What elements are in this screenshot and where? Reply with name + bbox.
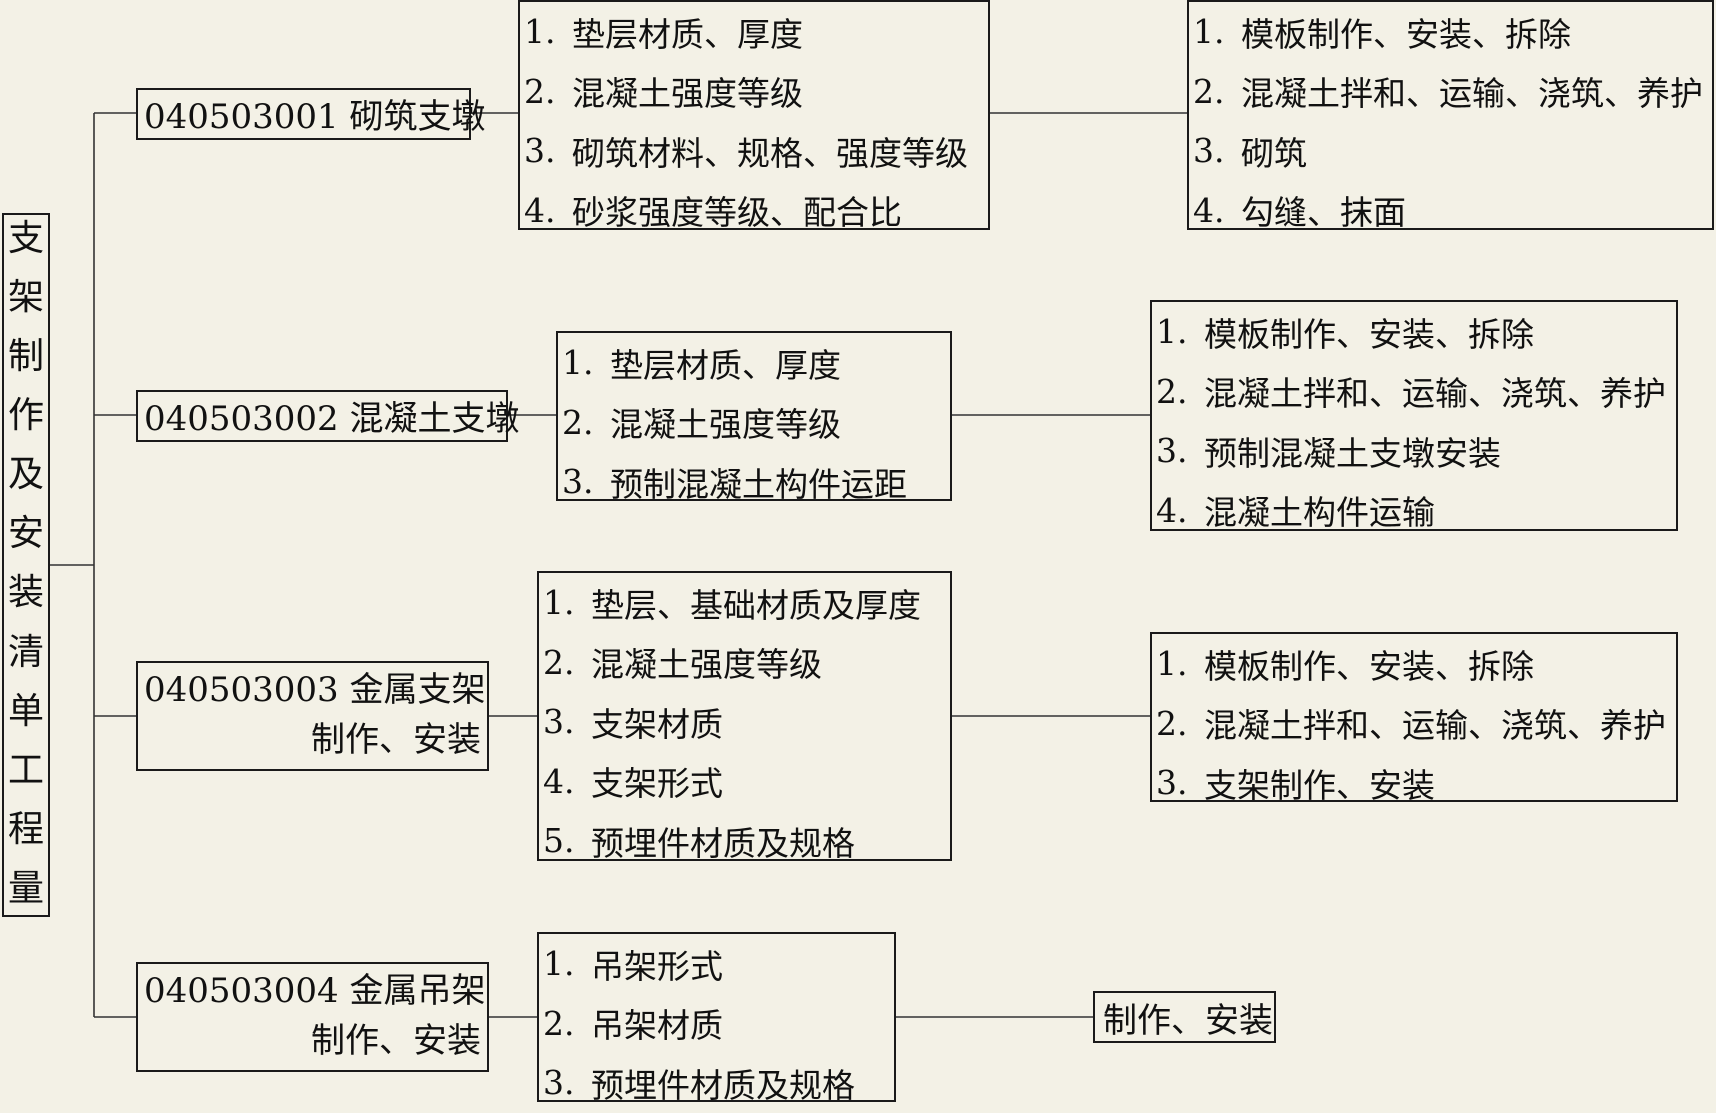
list-item: 2.混凝土拌和、运输、浇筑、养护	[1156, 371, 1666, 414]
item-name: 砌筑支墩	[349, 97, 486, 137]
item-box-040503004: 040503004 金属吊架 制作、安装	[136, 962, 489, 1072]
item-name: 金属支架	[349, 670, 486, 710]
list-item: 2.混凝土强度等级	[562, 402, 841, 445]
list-item: 3.砌筑	[1193, 131, 1307, 173]
item-code-line: 040503001 砌筑支墩	[144, 92, 486, 142]
works-box-040503002: 1.模板制作、安装、拆除 2.混凝土拌和、运输、浇筑、养护 3.预制混凝土支墩安…	[1150, 300, 1678, 532]
item-code-line: 040503003 金属支架	[144, 665, 486, 715]
features-box-040503004: 1.吊架形式 2.吊架材质 3.预埋件材质及规格	[537, 932, 896, 1105]
root-title-char: 支	[7, 218, 44, 259]
root-title-char: 单	[7, 690, 44, 732]
works-box-040503003: 1.模板制作、安装、拆除 2.混凝土拌和、运输、浇筑、养护 3.支架制作、安装	[1150, 632, 1678, 805]
item-code: 040503003	[144, 670, 339, 710]
root-title-char: 作	[7, 395, 44, 437]
works-box-040503001: 1.模板制作、安装、拆除 2.混凝土拌和、运输、浇筑、养护 3.砌筑 4.勾缝、…	[1187, 0, 1714, 232]
list-item: 3.预制混凝土构件运距	[562, 462, 907, 504]
features-box-040503003: 1.垫层、基础材质及厚度 2.混凝土强度等级 3.支架材质 4.支架形式 5.预…	[537, 571, 952, 863]
list-item: 2.吊架材质	[543, 1003, 723, 1046]
list-item: 1.垫层、基础材质及厚度	[543, 583, 921, 625]
item-name-continued: 制作、安装	[311, 720, 481, 760]
list-item: 4.混凝土构件运输	[1156, 490, 1435, 533]
list-item: 2.混凝土强度等级	[524, 71, 803, 114]
item-name: 混凝土支墩	[349, 399, 520, 439]
list-item: 2.混凝土拌和、运输、浇筑、养护	[1156, 703, 1666, 746]
list-item: 1.模板制作、安装、拆除	[1156, 644, 1534, 686]
root-title-char: 程	[7, 808, 44, 850]
list-item: 1.吊架形式	[543, 944, 723, 986]
list-item: 4.勾缝、抹面	[1193, 190, 1406, 233]
list-item: 2.混凝土强度等级	[543, 642, 822, 685]
list-item: 1.垫层材质、厚度	[562, 343, 841, 385]
item-box-040503003: 040503003 金属支架 制作、安装	[136, 661, 489, 771]
root-title-char: 装	[7, 572, 44, 614]
root-title-char: 量	[7, 867, 44, 909]
item-code: 040503002	[144, 399, 339, 439]
root-title-char: 制	[7, 336, 44, 378]
list-item: 3.支架制作、安装	[1156, 763, 1435, 805]
root-title-char: 安	[7, 513, 44, 555]
list-item: 4.砂浆强度等级、配合比	[524, 190, 902, 233]
works-box-040503004: 制作、安装	[1093, 991, 1276, 1043]
list-item: 2.混凝土拌和、运输、浇筑、养护	[1193, 71, 1703, 114]
item-code-line: 040503004 金属吊架	[144, 966, 486, 1016]
list-item: 1.垫层材质、厚度	[524, 12, 803, 54]
features-box-040503001: 1.垫层材质、厚度 2.混凝土强度等级 3.砌筑材料、规格、强度等级 4.砂浆强…	[518, 0, 990, 232]
root-title-char: 及	[7, 454, 44, 496]
work-content: 制作、安装	[1103, 1000, 1273, 1041]
item-code: 040503001	[144, 97, 339, 137]
list-item: 3.支架材质	[543, 702, 723, 744]
item-name: 金属吊架	[349, 971, 486, 1011]
list-item: 3.预埋件材质及规格	[543, 1063, 855, 1105]
features-box-040503002: 1.垫层材质、厚度 2.混凝土强度等级 3.预制混凝土构件运距	[556, 331, 952, 504]
root-title-char: 工	[7, 749, 44, 791]
item-name-continued: 制作、安装	[311, 1021, 481, 1061]
list-item: 4.支架形式	[543, 761, 723, 804]
list-item: 1.模板制作、安装、拆除	[1193, 12, 1571, 54]
item-code: 040503004	[144, 971, 339, 1011]
item-box-040503001: 040503001 砌筑支墩	[136, 88, 486, 142]
root-title-char: 架	[7, 277, 44, 319]
list-item: 1.模板制作、安装、拆除	[1156, 312, 1534, 354]
item-code-line: 040503002 混凝土支墩	[144, 394, 520, 444]
root-title-box: 支架制作及安装清单工程量	[2, 213, 50, 917]
list-item: 5.预埋件材质及规格	[543, 821, 855, 863]
root-title-char: 清	[7, 631, 44, 673]
list-item: 3.砌筑材料、规格、强度等级	[524, 131, 968, 173]
list-item: 3.预制混凝土支墩安装	[1156, 431, 1501, 473]
item-box-040503002: 040503002 混凝土支墩	[136, 390, 520, 444]
